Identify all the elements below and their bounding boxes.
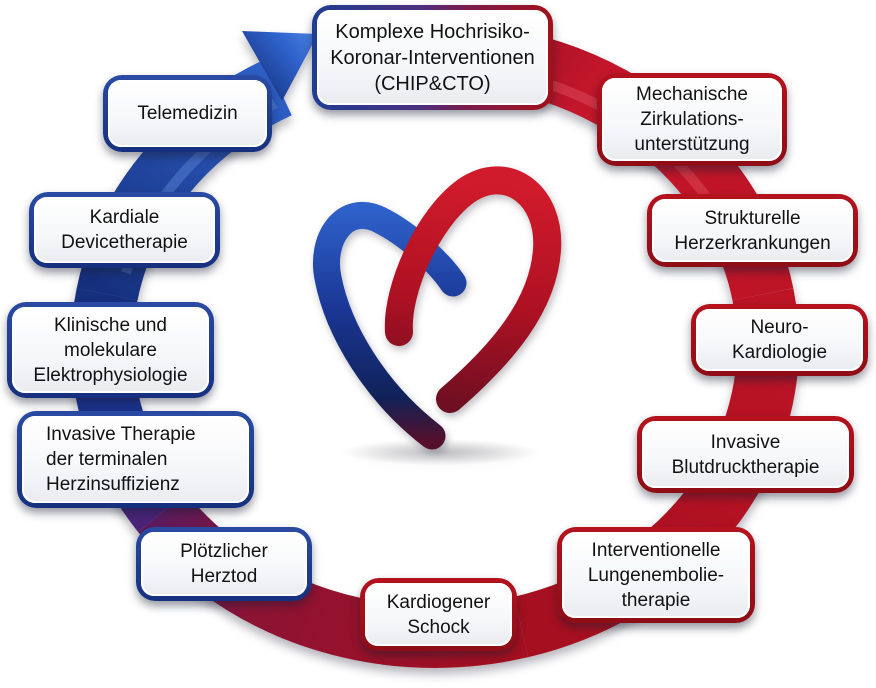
node-kardiogener-schock: Kardiogener Schock [360,578,517,651]
node-invasive-therapie-terminale-herzinsuffizienz: Invasive Therapie der terminalen Herzins… [17,411,254,508]
flow-arrow-icon [242,31,318,101]
node-blutdruck-label: Invasive Blutdrucktherapie [671,431,820,478]
node-chip-cto-label: Komplexe Hochrisiko- Koronar-Interventio… [330,20,535,95]
node-chip-cto: Komplexe Hochrisiko- Koronar-Interventio… [312,5,553,110]
node-mechanische-body: Mechanische Zirkulations- unterstützung [602,78,782,161]
node-kardiogener-body: Kardiogener Schock [365,583,512,646]
node-mechanische-zirkulationsunterstuetzung: Mechanische Zirkulations- unterstützung [597,73,787,166]
node-herzinsuffizienz-label: Invasive Therapie der terminalen Herzins… [46,424,196,495]
node-mechanische-label: Mechanische Zirkulations- unterstützung [634,84,750,155]
node-elektrophysiologie-body: Klinische und molekulare Elektrophysiolo… [12,307,209,393]
node-strukturelle-herzerkrankungen: Strukturelle Herzerkrankungen [647,194,858,267]
heart-red-ribbon [384,166,562,413]
node-lungenembolie-body: Interventionelle Lungenembolie- therapie [562,532,750,618]
heart-logo [313,166,562,465]
node-chip-cto-body: Komplexe Hochrisiko- Koronar-Interventio… [317,10,548,105]
node-interventionelle-lungenembolietherapie: Interventionelle Lungenembolie- therapie [557,527,755,623]
node-telemedizin-label: Telemedizin [137,103,238,124]
node-kardiogener-label: Kardiogener Schock [386,591,491,638]
node-ploetzlicher-herztod: Plötzlicher Herztod [136,527,312,601]
node-telemedizin-body: Telemedizin [108,80,267,147]
node-elektrophysiologie-label: Klinische und molekulare Elektrophysiolo… [33,314,188,386]
node-devicetherapie-label: Kardiale Devicetherapie [61,207,188,253]
node-kardiale-devicetherapie: Kardiale Devicetherapie [29,192,220,268]
node-klinische-molekulare-elektrophysiologie: Klinische und molekulare Elektrophysiolo… [7,302,214,398]
node-neuro-body: Neuro- Kardiologie [696,309,863,371]
node-herztod-body: Plötzlicher Herztod [141,532,307,596]
node-telemedizin: Telemedizin [103,75,272,152]
node-strukturelle-label: Strukturelle Herzerkrankungen [674,207,831,254]
node-lungenembolie-label: Interventionelle Lungenembolie- therapie [587,539,725,611]
node-herzinsuffizienz-body: Invasive Therapie der terminalen Herzins… [22,416,249,503]
node-neuro-label: Neuro- Kardiologie [731,317,828,363]
node-blutdruck-body: Invasive Blutdrucktherapie [642,421,849,488]
node-invasive-blutdrucktherapie: Invasive Blutdrucktherapie [637,416,854,493]
node-strukturelle-body: Strukturelle Herzerkrankungen [652,199,853,262]
node-neuro-kardiologie: Neuro- Kardiologie [691,304,868,376]
node-devicetherapie-body: Kardiale Devicetherapie [34,197,215,263]
heart-shadow [340,439,540,465]
node-herztod-label: Plötzlicher Herztod [180,541,268,587]
